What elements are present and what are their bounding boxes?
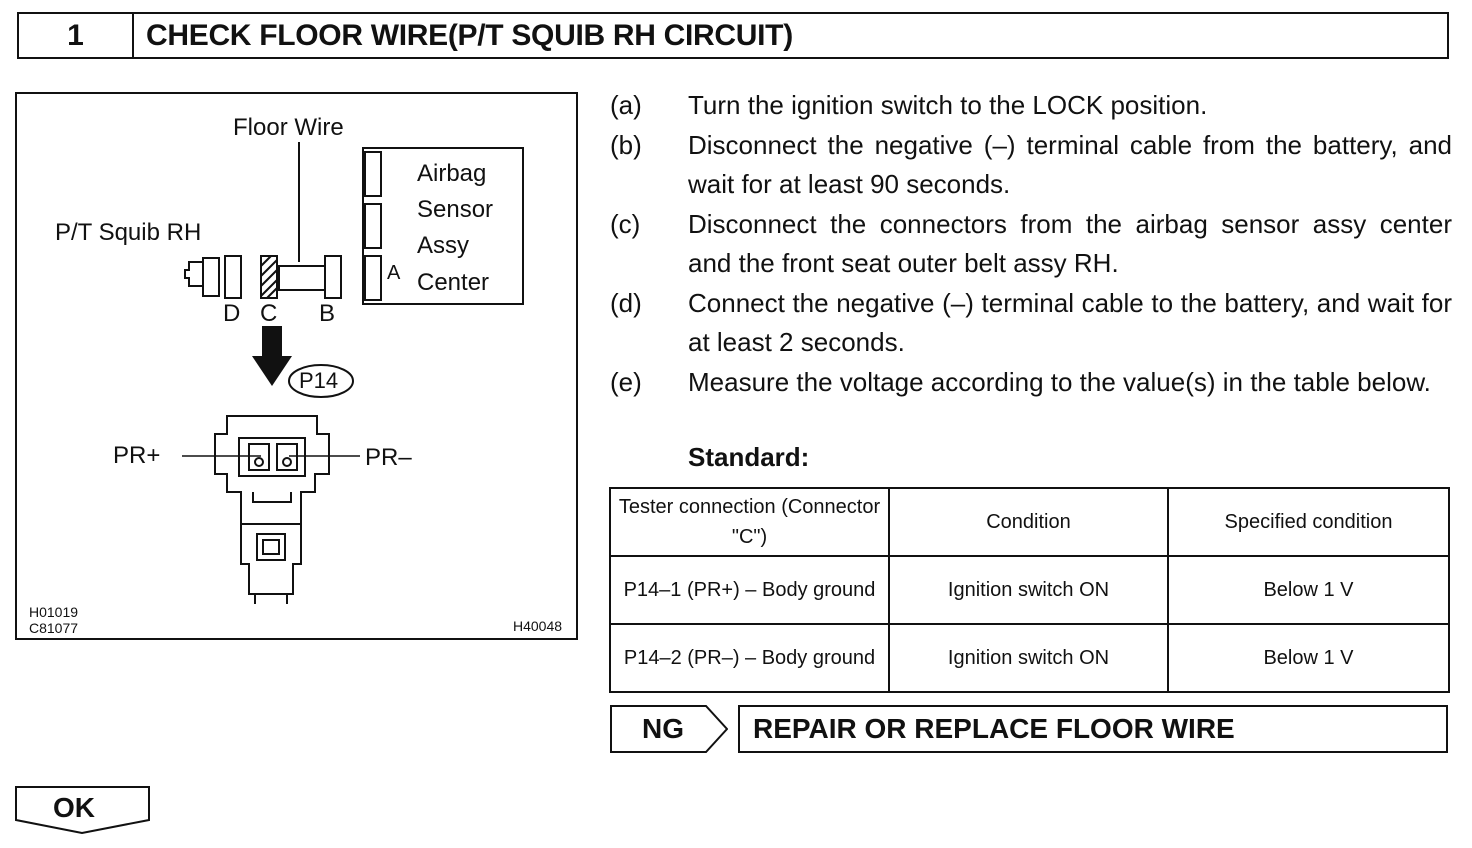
connector-b <box>324 255 342 299</box>
step-c: (c) Disconnect the connectors from the a… <box>610 205 1452 284</box>
step-text: Disconnect the negative (–) terminal cab… <box>688 129 1452 200</box>
connector-d-label: D <box>223 300 241 327</box>
ng-label: NG <box>642 713 684 744</box>
table-header-row: Tester connection (Connector "C") Condit… <box>609 487 1450 557</box>
connector-d <box>224 255 242 299</box>
specification-table: Tester connection (Connector "C") Condit… <box>609 487 1450 693</box>
airbag-label-1: Airbag <box>417 160 487 187</box>
pr-minus-label: PR– <box>365 444 412 471</box>
airbag-label-4: Center <box>417 269 490 296</box>
ng-arrow[interactable]: NG <box>610 705 729 753</box>
pr-plus-label: PR+ <box>113 442 161 469</box>
pt-squib-label: P/T Squib RH <box>55 219 202 246</box>
airbag-label-2: Sensor <box>417 196 494 223</box>
standard-label: Standard: <box>688 442 810 472</box>
ok-tab-shape <box>15 786 150 835</box>
ng-action-box: REPAIR OR REPLACE FLOOR WIRE <box>738 705 1448 753</box>
table-cell: Below 1 V <box>1167 555 1450 625</box>
ok-tab[interactable]: OK <box>15 786 150 835</box>
squib-plug <box>184 261 203 287</box>
connector-id-label: P14 <box>299 368 339 393</box>
table-cell: P14–2 (PR–) – Body ground <box>609 623 890 693</box>
step-text: Connect the negative (–) terminal cable … <box>688 287 1452 358</box>
airbag-label-3: Assy <box>417 232 470 259</box>
step-letter: (b) <box>610 129 642 160</box>
table-header: Specified condition <box>1167 487 1450 557</box>
step-b: (b) Disconnect the negative (–) terminal… <box>610 126 1452 205</box>
step-title: CHECK FLOOR WIRE(P/T SQUIB RH CIRCUIT) <box>146 18 793 52</box>
step-letter: (e) <box>610 366 642 397</box>
table-cell: P14–1 (PR+) – Body ground <box>609 555 890 625</box>
figure-code-3: H40048 <box>513 618 563 634</box>
airbag-sensor-box <box>362 147 524 305</box>
table-cell: Ignition switch ON <box>888 555 1169 625</box>
table-header: Tester connection (Connector "C") <box>609 487 890 557</box>
step-text: Disconnect the connectors from the airba… <box>688 208 1452 279</box>
procedure-steps: (a) Turn the ignition switch to the LOCK… <box>610 86 1452 402</box>
step-letter: (c) <box>610 208 641 239</box>
step-a: (a) Turn the ignition switch to the LOCK… <box>610 86 1452 126</box>
sensor-connector-a <box>364 255 382 301</box>
table-cell: Ignition switch ON <box>888 623 1169 693</box>
connector-b-label: B <box>319 300 336 327</box>
diagram-drawing <box>182 142 524 604</box>
sensor-connector-2 <box>364 203 382 249</box>
ok-label: OK <box>53 792 95 823</box>
connector-a-label: A <box>387 262 401 284</box>
table-row: P14–2 (PR–) – Body ground Ignition switc… <box>609 623 1450 693</box>
sensor-connector-1 <box>364 151 382 197</box>
table-row: P14–1 (PR+) – Body ground Ignition switc… <box>609 555 1450 625</box>
step-number: 1 <box>19 14 134 57</box>
step-d: (d) Connect the negative (–) terminal ca… <box>610 284 1452 363</box>
step-text: Turn the ignition switch to the LOCK pos… <box>688 90 1208 120</box>
squib-body <box>202 257 220 297</box>
step-letter: (a) <box>610 90 642 120</box>
step-e: (e) Measure the voltage according to the… <box>610 363 1452 403</box>
connector-face-drawing <box>214 415 330 604</box>
ng-arrow-shape <box>610 705 729 753</box>
step-letter: (d) <box>610 287 642 318</box>
connector-diagram: Floor Wire Airbag Sensor Assy Center A P… <box>15 92 578 640</box>
figure-code-2: C81077 <box>29 620 79 636</box>
table-header: Condition <box>888 487 1169 557</box>
p14-oval <box>288 364 354 398</box>
arrow-shaft <box>262 326 282 356</box>
table-cell: Below 1 V <box>1167 623 1450 693</box>
floor-wire-label: Floor Wire <box>233 114 344 141</box>
floor-wire-harness <box>278 265 326 291</box>
connector-c-label: C <box>260 300 278 327</box>
connector-c <box>260 255 278 299</box>
figure-code-1: H01019 <box>29 604 79 620</box>
step-text: Measure the voltage according to the val… <box>688 366 1431 397</box>
step-header: 1 CHECK FLOOR WIRE(P/T SQUIB RH CIRCUIT) <box>17 12 1449 59</box>
down-arrow-icon <box>252 356 292 386</box>
